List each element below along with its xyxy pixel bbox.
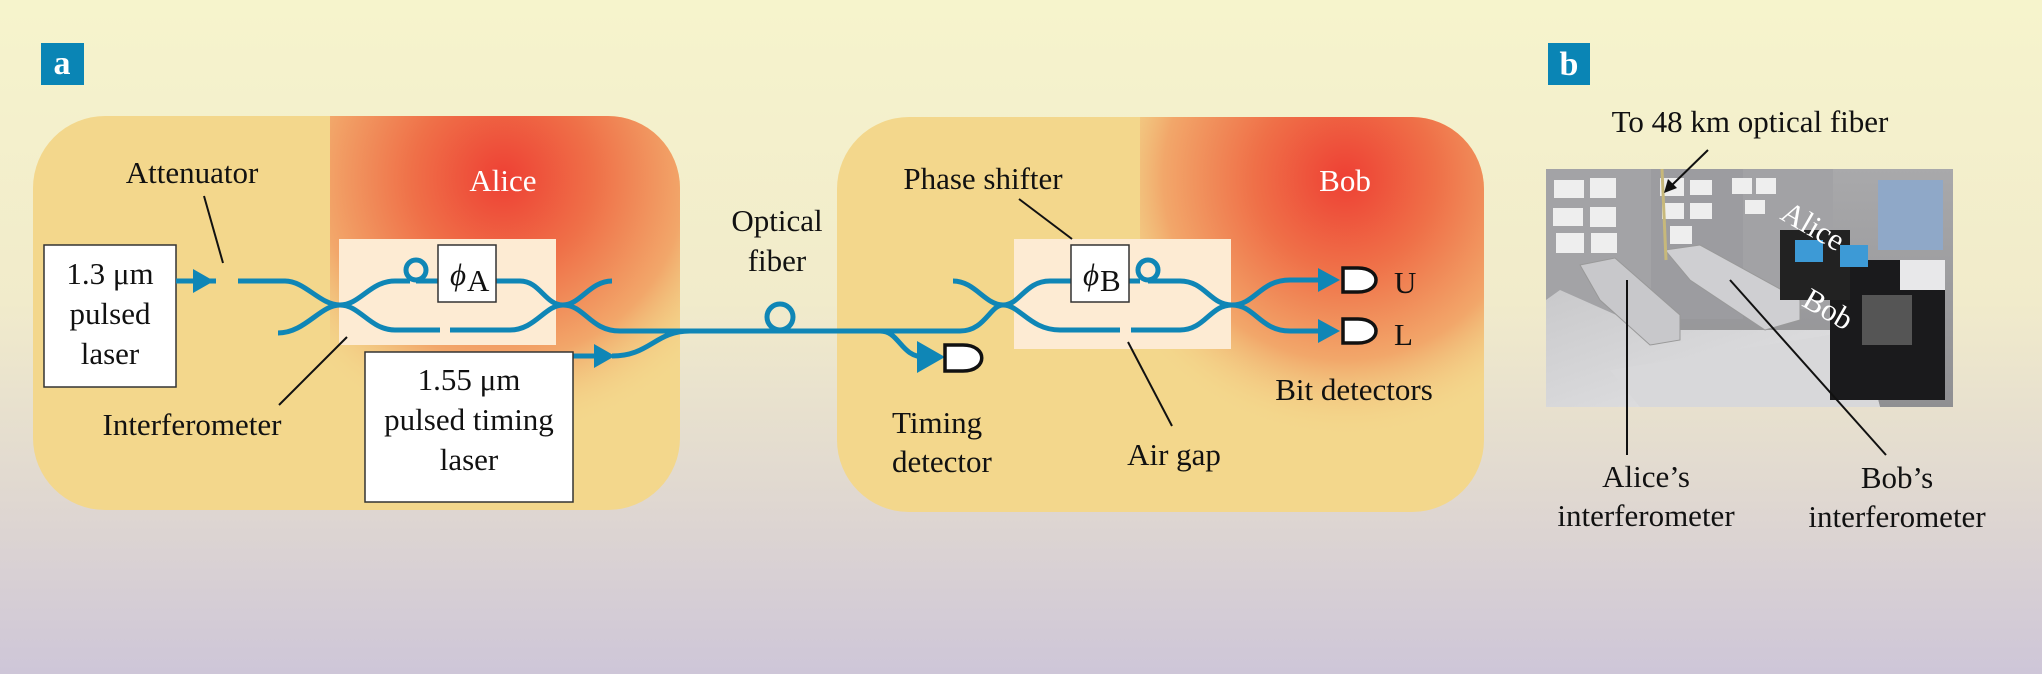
- bob-title: Bob: [1319, 163, 1371, 198]
- phase-modulator-b: ϕ B: [1070, 244, 1130, 303]
- alice-interferometer-label-2: interferometer: [1557, 498, 1735, 533]
- arrow-icon: [1318, 319, 1340, 343]
- lab-photo: Alice Bob: [1546, 169, 1953, 407]
- phase-shifter-label: Phase shifter: [903, 161, 1063, 196]
- timing-laser-line-2: pulsed timing: [384, 402, 554, 437]
- phi-b-symbol: ϕ: [1083, 257, 1099, 292]
- arrow-icon: [594, 344, 615, 368]
- optical-fiber-label-2: fiber: [748, 243, 807, 278]
- bit-detectors-label: Bit detectors: [1275, 372, 1433, 407]
- laser-box-line-3: laser: [81, 336, 140, 371]
- phi-b-subscript: B: [1100, 263, 1121, 298]
- bob-fibers: [879, 257, 1340, 373]
- air-gap-leader: [1127, 341, 1173, 427]
- attenuator-leader: [203, 195, 224, 264]
- timing-laser-line-3: laser: [440, 442, 499, 477]
- laser-box-line-2: pulsed: [70, 296, 151, 331]
- timing-detector-label-1: Timing: [892, 405, 982, 440]
- alice-interferometer-label-1: Alice’s: [1602, 459, 1690, 494]
- bit-detector-l-icon: [1341, 317, 1378, 345]
- laser-source-box: 1.3 μm pulsed laser: [43, 244, 177, 388]
- phi-a-subscript: A: [467, 263, 490, 298]
- alice-title: Alice: [469, 163, 536, 198]
- phi-a-symbol: ϕ: [450, 257, 466, 292]
- panel-tag-b-text: b: [1560, 46, 1579, 83]
- interferometer-leader: [278, 336, 348, 406]
- phase-shifter-leader: [1018, 198, 1073, 240]
- panel-tag-b: b: [1548, 43, 1590, 85]
- panel-tag-a: a: [41, 43, 84, 85]
- fiber-callout-label: To 48 km optical fiber: [1612, 104, 1889, 139]
- air-gap-label: Air gap: [1127, 437, 1221, 472]
- bob-interferometer-leader: [1729, 279, 1887, 456]
- laser-box-line-1: 1.3 μm: [66, 256, 153, 291]
- fiber-spool-icon: [764, 301, 796, 333]
- arrow-icon: [193, 269, 214, 293]
- timing-detector-label-2: detector: [892, 444, 993, 479]
- panel-tag-a-text: a: [54, 45, 71, 82]
- attenuator-label: Attenuator: [126, 155, 259, 190]
- interferometer-label: Interferometer: [103, 407, 283, 442]
- fiber-callout-leader: [1669, 149, 1709, 188]
- optical-fiber-link: Optical fiber: [680, 203, 960, 334]
- detector-l-label: L: [1394, 317, 1413, 352]
- bob-interferometer-label-2: interferometer: [1808, 499, 1986, 534]
- timing-detector-icon: [943, 343, 984, 373]
- optical-fiber-label-1: Optical: [731, 203, 822, 238]
- bit-detector-u-icon: [1341, 266, 1378, 294]
- arrow-icon: [917, 341, 945, 373]
- arrow-icon: [1318, 268, 1340, 292]
- bob-interferometer-label-1: Bob’s: [1861, 460, 1933, 495]
- arrow-icon: [1664, 179, 1677, 193]
- timing-laser-line-1: 1.55 μm: [418, 362, 521, 397]
- phase-modulator-a: ϕ A: [437, 244, 497, 303]
- detector-u-label: U: [1394, 265, 1416, 300]
- timing-laser-box: 1.55 μm pulsed timing laser: [364, 351, 574, 503]
- alice-fibers: [176, 257, 691, 368]
